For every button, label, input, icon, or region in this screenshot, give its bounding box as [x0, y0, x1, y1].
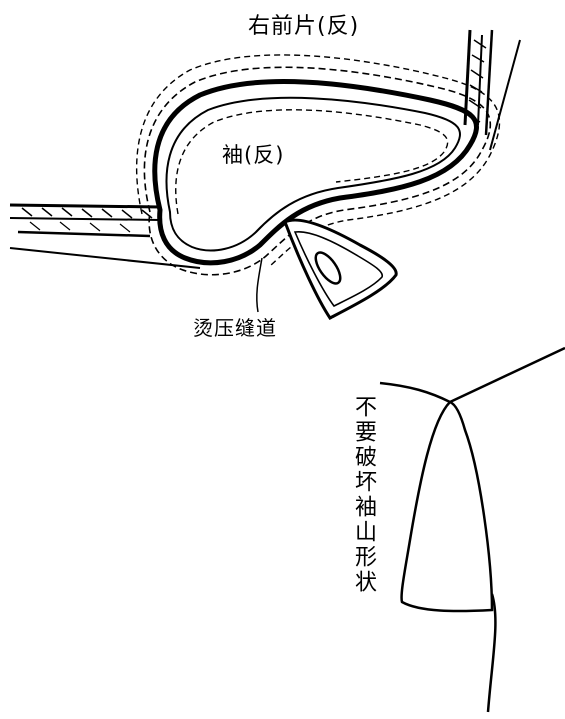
press-seam-label: 烫压缝道: [193, 316, 277, 340]
body-side-line: [486, 593, 497, 713]
right-front-label: 右前片(反): [248, 14, 360, 39]
iron-icon: [283, 218, 398, 320]
armhole-seam-outer: [152, 79, 479, 266]
stitch-line-inner: [175, 109, 449, 215]
stitch-line-outer: [143, 66, 492, 276]
sleeve-cap-diagram: [379, 346, 565, 713]
sleeve-seam-edge-left: [9, 203, 201, 269]
shoulder-line: [379, 346, 565, 404]
stitch-line-outer-2: [135, 54, 501, 267]
press-seam-leader: [256, 257, 263, 313]
armhole-seam-inner: [165, 96, 461, 252]
sleeve-label: 袖(反): [222, 143, 285, 167]
sleeve-cap-outline: [400, 400, 494, 613]
sleeve-cap-warning-label: 不要破坏袖山形状: [351, 395, 376, 595]
